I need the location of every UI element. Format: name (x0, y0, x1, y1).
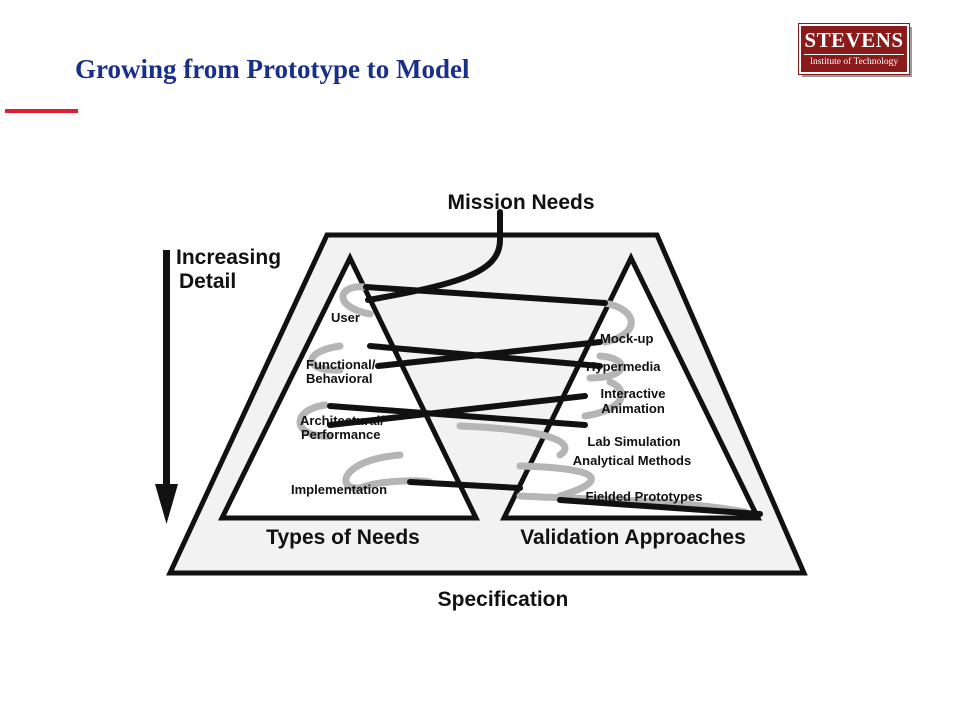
spiral-grey-loops (296, 283, 749, 516)
right-triangle (499, 252, 763, 521)
need-level-functional-line-1: Functional/ (306, 357, 376, 372)
increasing-detail-arrow (155, 250, 178, 524)
logo-subtitle: Institute of Technology (804, 54, 904, 68)
spiral-black-legs (327, 209, 763, 519)
validation-level-lab-simulation: Lab Simulation (587, 434, 680, 449)
trapezoid-frame (166, 232, 808, 576)
validation-level-interactive-line-2: Animation (601, 401, 665, 416)
left-triangle (217, 252, 480, 521)
validation-approaches-caption: Validation Approaches (520, 526, 746, 549)
need-level-implementation: Implementation (291, 482, 387, 497)
types-of-needs-caption: Types of Needs (266, 526, 420, 549)
specification-label: Specification (438, 588, 569, 611)
need-level-architectural-line-1: Architectural/ (300, 413, 384, 428)
stevens-logo: STEVENS Institute of Technology (798, 23, 910, 75)
need-level-user: User (331, 310, 360, 325)
increasing-detail-label-line-1: Increasing (176, 246, 281, 269)
validation-level-interactive-line-1: Interactive (600, 386, 665, 401)
slide-title: Growing from Prototype to Model (75, 54, 470, 84)
validation-level-analytical-methods: Analytical Methods (573, 453, 691, 468)
need-level-functional-line-2: Behavioral (306, 371, 372, 386)
validation-level-mock-up: Mock-up (600, 331, 654, 346)
need-level-architectural-line-2: Performance (301, 427, 380, 442)
title-accent-rule (5, 109, 78, 113)
validation-level-fielded-prototypes: Fielded Prototypes (585, 489, 702, 504)
logo-name: STEVENS (804, 28, 904, 52)
validation-level-hypermedia: Hypermedia (586, 359, 661, 374)
increasing-detail-label-line-2: Detail (179, 270, 236, 293)
mission-needs-label: Mission Needs (447, 191, 594, 214)
